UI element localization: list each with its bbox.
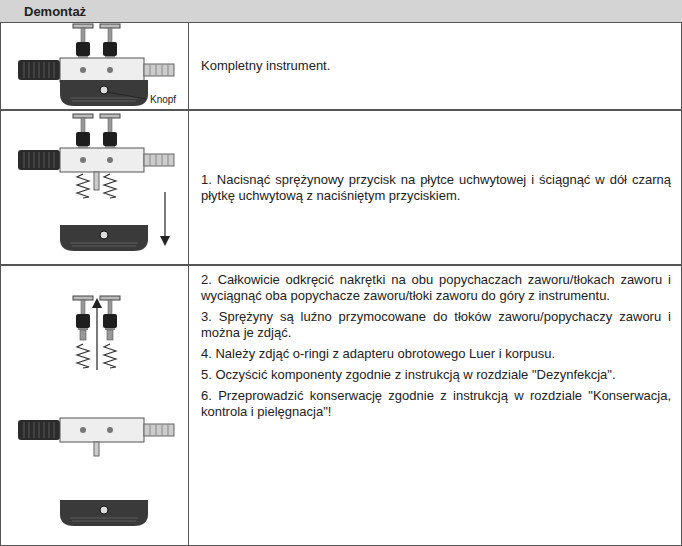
- part-label: Knopf: [150, 94, 176, 105]
- instruction-cell: Kompletny instrument.: [188, 22, 682, 110]
- instruction-text: 3. Sprężyny są luźno przymocowane do tło…: [201, 309, 671, 341]
- instruction-text: 6. Przeprowadzić konserwację zgodnie z i…: [201, 388, 671, 420]
- instruction-text: 5. Oczyścić komponenty zgodnie z instruk…: [201, 367, 671, 383]
- instruction-text: 1. Nacisnąć sprężynowy przycisk na płytc…: [201, 172, 671, 204]
- instruction-text: 4. Należy zdjąć o-ringi z adapteru obrot…: [201, 346, 671, 362]
- instruction-text: 2. Całkowicie odkręcić nakrętki na obu p…: [201, 272, 671, 304]
- instruction-text: Kompletny instrument.: [201, 58, 671, 74]
- instruction-cell: 1. Nacisnąć sprężynowy przycisk na płytc…: [188, 110, 682, 265]
- instruction-cell: 2. Całkowicie odkręcić nakrętki na obu p…: [188, 265, 682, 546]
- table-header: Demontaż: [24, 4, 86, 19]
